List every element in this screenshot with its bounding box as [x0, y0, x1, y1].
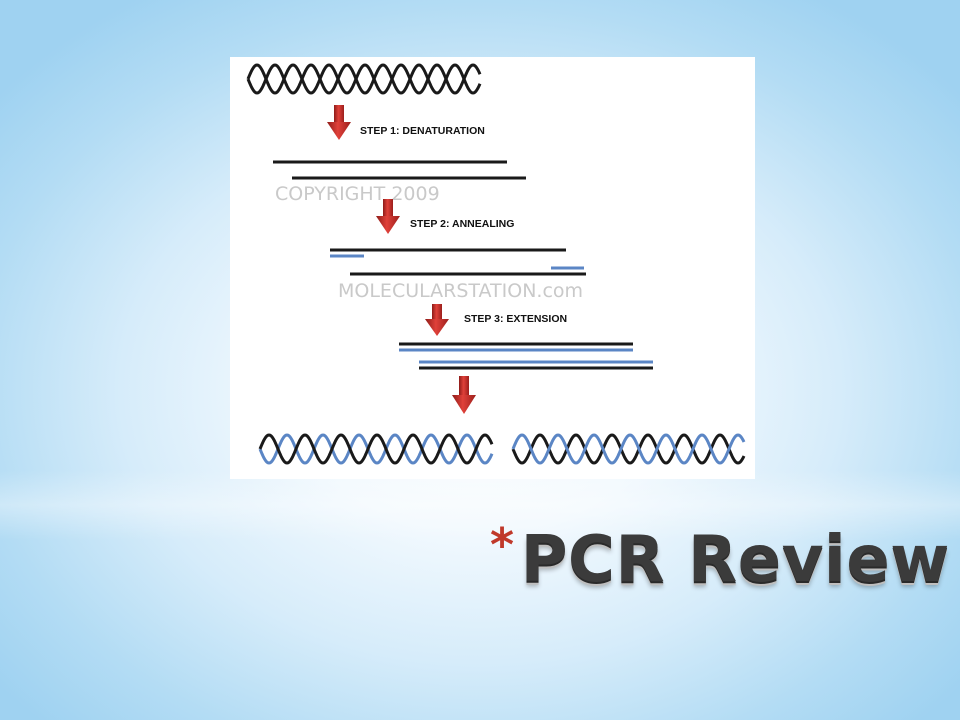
- background-streak: [0, 470, 960, 540]
- watermark-site: MOLECULARSTATION.com: [338, 280, 583, 302]
- step-label-denaturation: STEP 1: DENATURATION: [360, 125, 485, 137]
- step-arrow-3: [425, 304, 449, 336]
- pcr-diagram-svg: STEP 1: DENATURATION COPYRIGHT 2009 STEP…: [246, 63, 746, 465]
- helix-strand: [246, 63, 482, 95]
- annealing-strands: [330, 248, 586, 276]
- daughter-dna-helix-right: [511, 433, 746, 465]
- original-dna-helix: [246, 63, 482, 95]
- step-arrow-2: [376, 199, 400, 234]
- helix-strand: [246, 63, 482, 95]
- step-arrow-1: [327, 105, 351, 140]
- watermark-copyright: COPYRIGHT 2009: [275, 183, 440, 205]
- slide-title: *PCR Review: [490, 522, 950, 592]
- pcr-diagram: STEP 1: DENATURATION COPYRIGHT 2009 STEP…: [230, 57, 755, 479]
- title-text: PCR Review: [520, 523, 950, 597]
- denatured-strands: [273, 160, 526, 180]
- step-arrow-4: [452, 376, 476, 414]
- title-bullet: *: [490, 518, 515, 572]
- extension-strands: [399, 342, 653, 370]
- step-label-annealing: STEP 2: ANNEALING: [410, 218, 514, 230]
- daughter-dna-helix-left: [258, 433, 494, 465]
- step-label-extension: STEP 3: EXTENSION: [464, 313, 567, 325]
